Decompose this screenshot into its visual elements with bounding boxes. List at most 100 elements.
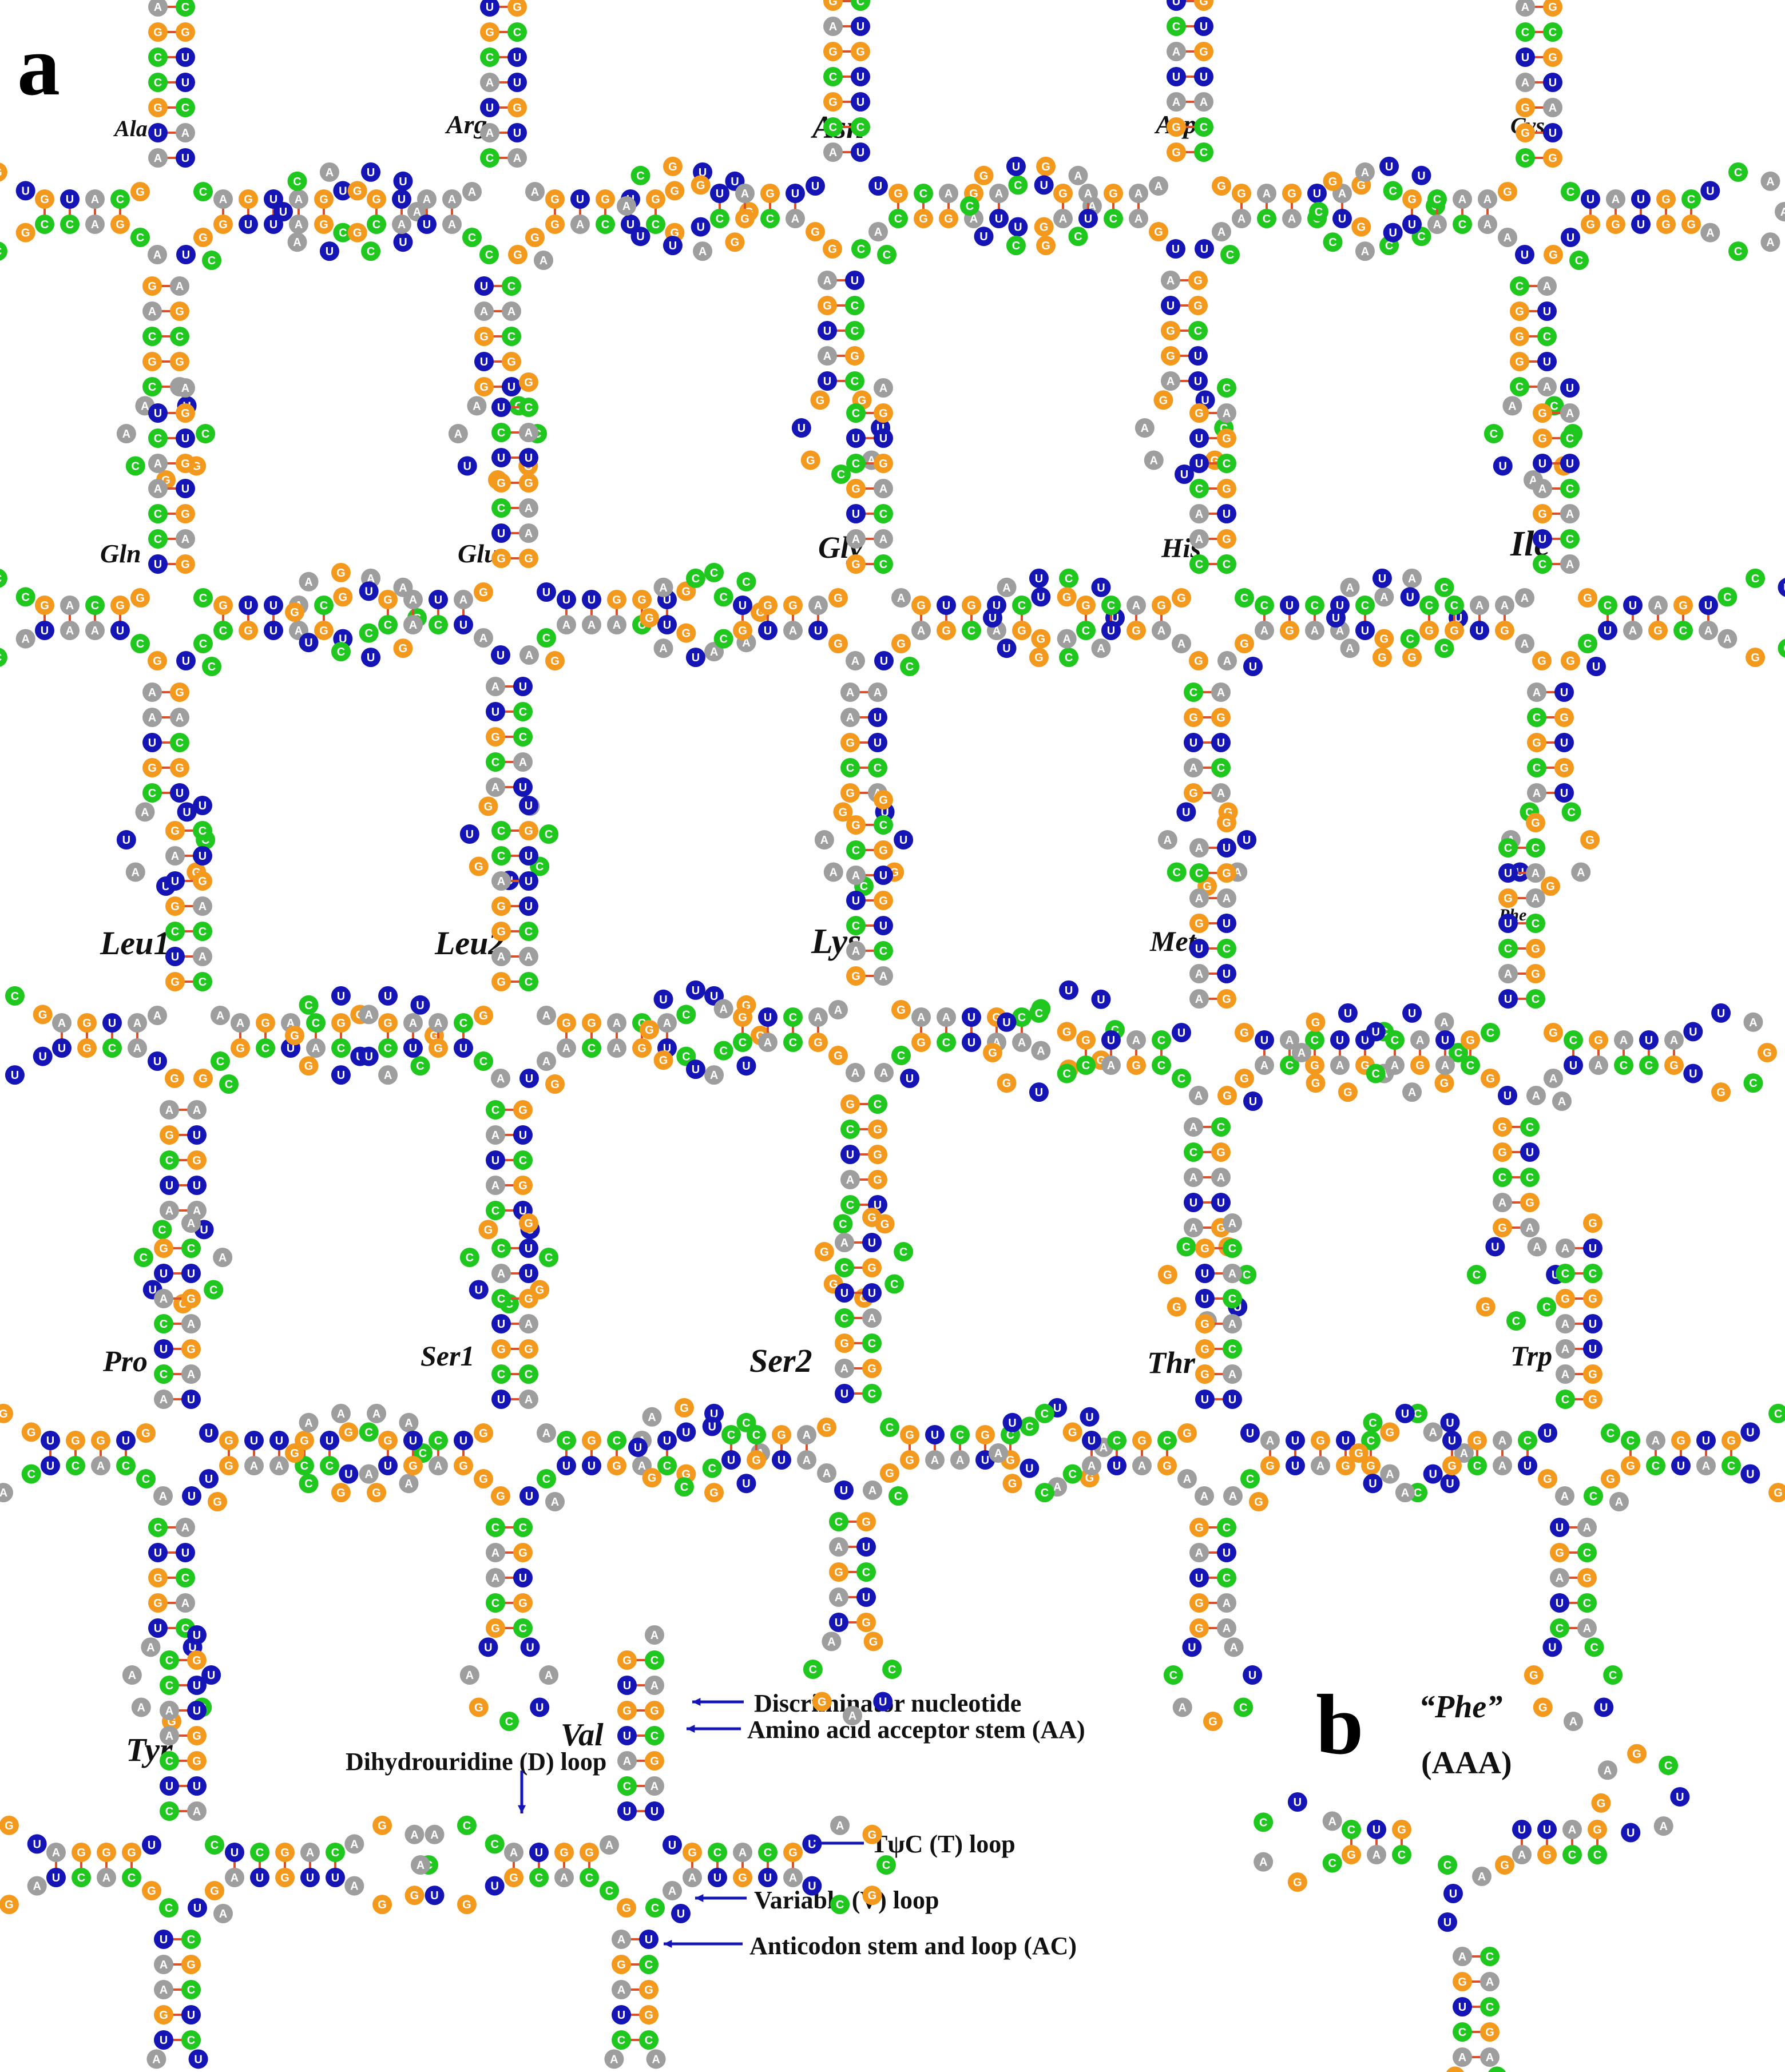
nucleotide: [299, 633, 319, 653]
nucleotide: [1598, 621, 1617, 640]
nucleotide-letter: A: [491, 1129, 499, 1142]
nucleotide: [818, 271, 837, 290]
nucleotide-letter: G: [622, 1654, 632, 1667]
nucleotide: [148, 245, 167, 264]
nucleotide-letter: G: [1586, 219, 1595, 231]
label-met: Met: [1150, 925, 1196, 957]
nucleotide: [176, 47, 195, 67]
nucleotide-letter: A: [525, 502, 533, 515]
nucleotide-letter: C: [1239, 1701, 1247, 1714]
nucleotide: [1543, 22, 1562, 42]
nucleotide: [1255, 596, 1274, 615]
nucleotide-letter: G: [1285, 625, 1294, 637]
nucleotide: [891, 588, 911, 608]
nucleotide-letter: C: [1182, 1241, 1190, 1253]
nucleotide: [480, 0, 499, 17]
nucleotide: [1167, 67, 1186, 86]
nucleotide: [960, 196, 979, 216]
nucleotide-letter: G: [127, 1847, 136, 1859]
nucleotide-letter: U: [491, 706, 499, 719]
nucleotide-letter: C: [682, 1009, 690, 1021]
nucleotide-letter: G: [818, 1696, 827, 1708]
label-ala: Ala: [114, 116, 148, 141]
nucleotide: [1172, 588, 1191, 608]
nucleotide: [231, 1038, 250, 1058]
nucleotide: [582, 590, 601, 609]
nucleotide-letter: A: [1604, 1764, 1612, 1777]
nucleotide: [1560, 428, 1580, 448]
nucleotide: [1561, 802, 1581, 822]
nucleotide: [1068, 165, 1088, 185]
nucleotide-letter: A: [1629, 625, 1637, 637]
nucleotide-letter: U: [1182, 806, 1190, 819]
nucleotide-letter: A: [1172, 46, 1180, 58]
nucleotide-letter: G: [290, 1030, 299, 1042]
nucleotide-letter: A: [409, 1017, 417, 1030]
nucleotide: [480, 148, 499, 168]
nucleotide-letter: C: [165, 1902, 173, 1915]
nucleotide-letter: G: [873, 1149, 882, 1161]
nucleotide: [193, 896, 212, 916]
nucleotide-letter: G: [1549, 1027, 1558, 1039]
nucleotide-letter: G: [170, 1073, 179, 1085]
nucleotide: [1374, 587, 1394, 607]
nucleotide-letter: U: [1008, 1417, 1016, 1430]
nucleotide: [851, 67, 870, 86]
nucleotide: [937, 596, 956, 615]
nucleotide-letter: G: [1606, 1473, 1615, 1486]
nucleotide-letter: A: [304, 1417, 312, 1430]
nucleotide: [693, 241, 713, 261]
nucleotide: [1537, 276, 1557, 296]
nucleotide: [361, 241, 381, 261]
nucleotide-letter: C: [1569, 1034, 1577, 1047]
nucleotide: [874, 428, 893, 448]
nucleotide-letter: U: [304, 637, 312, 649]
nucleotide-letter: U: [808, 1880, 816, 1893]
nucleotide-letter: U: [899, 834, 907, 847]
nucleotide: [1232, 184, 1251, 203]
nucleotide: [1217, 378, 1236, 398]
nucleotide-letter: A: [404, 1417, 412, 1430]
nucleotide: [287, 232, 307, 252]
nucleotide: [474, 276, 494, 296]
nucleotide-letter: C: [505, 1716, 513, 1728]
nucleotide-letter: A: [1157, 625, 1165, 637]
nucleotide: [1355, 241, 1375, 261]
nucleotide: [5, 1065, 25, 1085]
nucleotide: [1012, 621, 1032, 640]
nucleotide-letter: A: [827, 1636, 835, 1648]
nucleotide-letter: G: [680, 1402, 689, 1415]
nucleotide-letter: A: [413, 206, 421, 219]
annot-anticodon: Anticodon stem and loop (AC): [749, 1932, 1077, 1960]
nucleotide-letter: A: [1217, 1172, 1225, 1184]
nucleotide-letter: C: [742, 576, 750, 589]
nucleotide-letter: G: [823, 300, 832, 312]
nucleotide-letter: C: [1223, 943, 1231, 955]
nucleotide-letter: G: [116, 600, 125, 612]
nucleotide: [77, 1013, 97, 1033]
nucleotide: [1194, 142, 1213, 162]
nucleotide-letter: C: [491, 756, 499, 769]
nucleotide-letter: A: [160, 1984, 168, 1996]
nucleotide: [1101, 621, 1121, 640]
nucleotide-letter: A: [193, 1805, 201, 1818]
nucleotide: [1031, 629, 1051, 649]
nucleotide-letter: U: [1689, 1068, 1697, 1081]
nucleotide-letter: A: [21, 633, 29, 646]
nucleotide-letter: C: [337, 646, 345, 658]
nucleotide-letter: G: [1447, 1460, 1457, 1472]
nucleotide-letter: A: [1702, 1460, 1710, 1472]
nucleotide: [1184, 682, 1203, 702]
nucleotide-letter: U: [1260, 1034, 1268, 1047]
nucleotide-letter: C: [519, 706, 527, 719]
nucleotide-letter: C: [1533, 762, 1541, 775]
nucleotide-letter: U: [486, 1, 494, 14]
nucleotide: [851, 239, 871, 259]
nucleotide-letter: G: [1200, 1343, 1209, 1356]
nucleotide-letter: G: [187, 1293, 196, 1305]
nucleotide: [285, 602, 304, 622]
nucleotide: [176, 403, 195, 423]
nucleotide-letter: A: [1179, 1701, 1187, 1714]
nucleotide-letter: C: [208, 255, 216, 267]
